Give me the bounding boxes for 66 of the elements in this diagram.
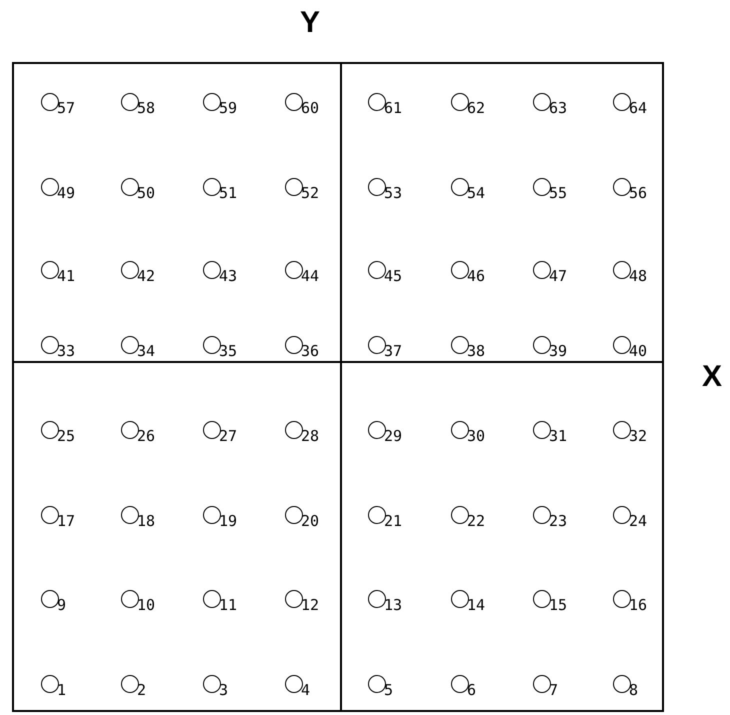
position-number: 24 [629, 514, 648, 529]
position-number: 44 [301, 269, 320, 284]
position-number: 55 [549, 186, 568, 201]
position-number: 40 [629, 344, 648, 359]
position-number: 47 [549, 269, 568, 284]
position-number: 48 [629, 269, 648, 284]
position-number: 25 [57, 429, 76, 444]
position-number: 14 [467, 598, 486, 613]
position-number: 53 [384, 186, 402, 201]
position-number: 57 [57, 101, 76, 116]
position-number: 31 [549, 429, 568, 444]
position-number: 62 [467, 101, 486, 116]
position-number: 28 [301, 429, 320, 444]
position-number: 46 [467, 269, 486, 284]
position-number: 60 [301, 101, 320, 116]
position-number: 19 [219, 514, 238, 529]
position-number: 27 [219, 429, 238, 444]
position-number: 21 [384, 514, 402, 529]
position-number: 12 [301, 598, 320, 613]
position-number: 58 [137, 101, 156, 116]
position-number: 11 [219, 598, 238, 613]
position-number: 15 [549, 598, 568, 613]
position-number: 5 [384, 683, 394, 698]
position-number: 2 [137, 683, 146, 698]
position-number: 34 [137, 344, 156, 359]
position-number: 23 [549, 514, 568, 529]
position-number: 26 [137, 429, 156, 444]
position-number: 56 [629, 186, 648, 201]
position-number: 33 [57, 344, 76, 359]
position-number: 29 [384, 429, 402, 444]
position-number: 59 [219, 101, 238, 116]
position-number: 37 [384, 344, 402, 359]
position-number: 45 [384, 269, 402, 284]
position-number: 54 [467, 186, 486, 201]
position-number: 32 [629, 429, 648, 444]
position-number: 38 [467, 344, 486, 359]
axis-label: Y [300, 8, 320, 38]
position-number: 36 [301, 344, 320, 359]
position-number: 9 [57, 598, 66, 613]
position-number: 4 [301, 683, 310, 698]
position-number: 63 [549, 101, 568, 116]
position-number: 50 [137, 186, 156, 201]
position-number: 43 [219, 269, 238, 284]
position-number: 51 [219, 186, 238, 201]
position-number: 35 [219, 344, 238, 359]
position-number: 18 [137, 514, 156, 529]
axis-label: X [702, 362, 722, 392]
position-number: 64 [629, 101, 648, 116]
position-number: 16 [629, 598, 648, 613]
position-number: 1 [57, 683, 66, 698]
position-number: 52 [301, 186, 320, 201]
position-number: 39 [549, 344, 568, 359]
position-number: 41 [57, 269, 76, 284]
position-number: 42 [137, 269, 156, 284]
position-number: 17 [57, 514, 76, 529]
position-number: 61 [384, 101, 402, 116]
position-number: 20 [301, 514, 320, 529]
position-number: 13 [384, 598, 402, 613]
position-number: 30 [467, 429, 486, 444]
position-number: 3 [219, 683, 228, 698]
position-number: 7 [549, 683, 558, 698]
position-number: 10 [137, 598, 156, 613]
position-number: 49 [57, 186, 76, 201]
position-number: 6 [467, 683, 476, 698]
position-number: 22 [467, 514, 486, 529]
position-number: 8 [629, 683, 638, 698]
